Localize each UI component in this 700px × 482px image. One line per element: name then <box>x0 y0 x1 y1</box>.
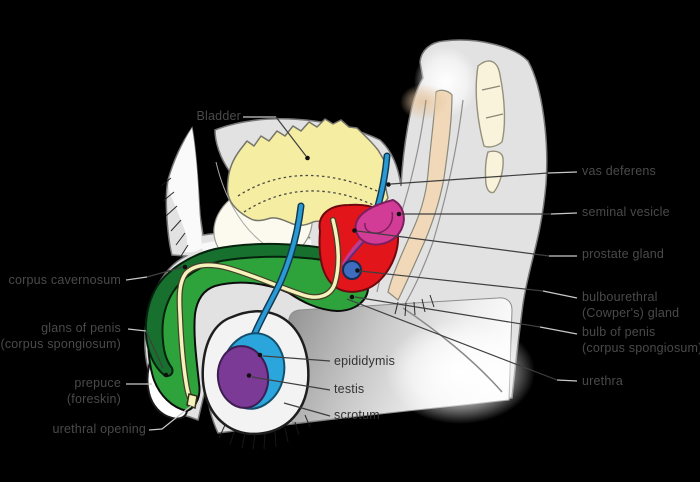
label-prepuce-line1: prepuce <box>74 376 121 390</box>
label-testis: testis <box>334 382 364 398</box>
label-bulb-of-penis: bulb of penis (corpus spongiosum) <box>582 325 700 356</box>
sacrum-segment-line-1 <box>481 85 501 91</box>
sacrum-segment-line-2 <box>485 113 504 119</box>
contour-buttock-fold <box>402 307 503 393</box>
label-epididymis-text: epididymis <box>334 354 396 368</box>
label-bladder-text: Bladder <box>196 109 241 123</box>
contour-pelvic-inlet <box>215 161 265 245</box>
label-bulb-of-penis-line1: bulb of penis <box>582 325 656 339</box>
label-bulbourethral-line2: (Cowper's) gland <box>582 305 680 320</box>
label-scrotum-text: scrotum <box>334 408 380 422</box>
label-glans-line2: (corpus spongiosum) <box>0 336 121 351</box>
label-glans-line1: glans of penis <box>41 321 121 335</box>
label-urethral-opening: urethral opening <box>52 422 146 438</box>
seminal-vesicle-tail <box>342 238 364 266</box>
seminal-vesicle-curl <box>364 211 394 234</box>
label-glans-of-penis: glans of penis (corpus spongiosum) <box>0 321 121 352</box>
label-scrotum: scrotum <box>334 408 380 424</box>
label-testis-text: testis <box>334 382 365 396</box>
mons-pubis-shape <box>168 128 202 253</box>
contour-presacral <box>404 99 464 305</box>
label-bulbourethral-line1: bulbourethral <box>582 290 658 304</box>
label-vas-deferens-text: vas deferens <box>582 164 656 178</box>
bladder-dotted-line-1 <box>237 174 385 197</box>
label-bulb-of-penis-line2: (corpus spongiosum) <box>582 340 700 355</box>
rectum-fade <box>400 84 448 120</box>
urethral-opening-shape <box>186 393 198 410</box>
body-fade-highlight <box>385 320 535 424</box>
rectum-shape <box>387 89 453 301</box>
leader-lines-light <box>125 116 578 431</box>
label-vas-deferens: vas deferens <box>582 164 656 180</box>
leader-lines-dark <box>145 116 558 417</box>
label-urethral-opening-text: urethral opening <box>52 422 146 436</box>
label-prepuce-line2: (foreskin) <box>66 391 121 406</box>
label-bladder: Bladder <box>197 109 242 125</box>
label-prostate-gland-text: prostate gland <box>582 247 665 261</box>
label-urethra-text: urethra <box>582 374 624 388</box>
label-epididymis: epididymis <box>334 354 395 370</box>
label-seminal-vesicle: seminal vesicle <box>582 205 670 221</box>
perineal-hair-strokes <box>394 294 435 317</box>
label-prepuce: prepuce (foreskin) <box>67 376 121 407</box>
label-bulbourethral-gland: bulbourethral (Cowper's) gland <box>582 290 679 321</box>
label-corpus-cavernosum: corpus cavernosum <box>9 273 121 289</box>
label-seminal-vesicle-text: seminal vesicle <box>582 205 670 219</box>
sacrum-shape <box>475 60 506 148</box>
scrotum-hair-strokes <box>218 414 311 450</box>
bulbourethral-gland-shape <box>342 260 362 280</box>
leader-dots <box>163 155 402 378</box>
testis-shape <box>216 345 270 409</box>
label-prostate-gland: prostate gland <box>582 247 664 263</box>
coccyx-shape <box>484 150 504 194</box>
pubic-hair-strokes <box>160 177 189 257</box>
urethra-line <box>177 218 341 405</box>
bladder-dotted-line-2 <box>243 190 381 213</box>
seminal-vesicle-shape <box>354 198 405 246</box>
label-urethra: urethra <box>582 374 623 390</box>
label-corpus-cavernosum-text: corpus cavernosum <box>8 273 121 287</box>
